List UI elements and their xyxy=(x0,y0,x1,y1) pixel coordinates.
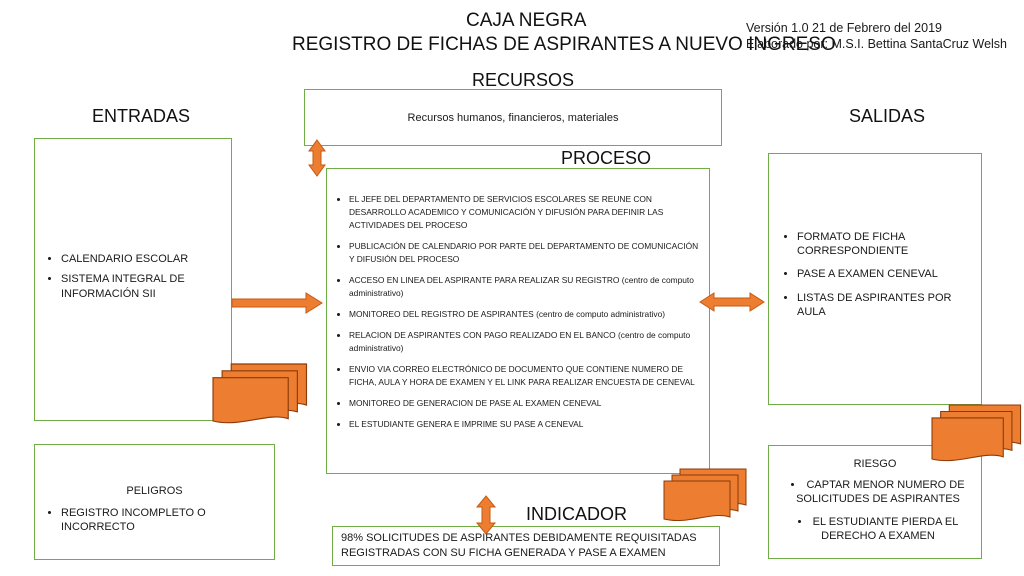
list-item: ENVIO VIA CORREO ELECTRÓNICO DE DOCUMENT… xyxy=(349,363,699,389)
entradas-list: CALENDARIO ESCOLAR SISTEMA INTEGRAL DE I… xyxy=(35,252,231,307)
list-item: ACCESO EN LINEA DEL ASPIRANTE PARA REALI… xyxy=(349,274,699,300)
entradas-box: CALENDARIO ESCOLAR SISTEMA INTEGRAL DE I… xyxy=(34,138,232,421)
version-text: Versión 1.0 21 de Febrero del 2019 xyxy=(746,21,942,35)
list-item: SISTEMA INTEGRAL DE INFORMACIÓN SII xyxy=(61,272,225,301)
list-item: LISTAS DE ASPIRANTES POR AULA xyxy=(797,291,973,320)
list-item: EL JEFE DEL DEPARTAMENTO DE SERVICIOS ES… xyxy=(349,193,699,232)
proceso-salidas-arrow xyxy=(699,292,765,312)
page-subtitle: REGISTRO DE FICHAS DE ASPIRANTES A NUEVO… xyxy=(292,34,836,55)
riesgo-list: CAPTAR MENOR NUMERO DE SOLICITUDES DE AS… xyxy=(769,478,981,543)
indicador-box: 98% SOLICITUDES DE ASPIRANTES DEBIDAMENT… xyxy=(332,526,720,566)
proceso-document-stack xyxy=(663,468,747,522)
proceso-indicador-arrow xyxy=(475,495,497,535)
riesgo-box: RIESGO CAPTAR MENOR NUMERO DE SOLICITUDE… xyxy=(768,445,982,559)
recursos-heading: RECURSOS xyxy=(472,70,575,90)
list-item: RELACION DE ASPIRANTES CON PAGO REALIZAD… xyxy=(349,329,699,355)
list-item: PUBLICACIÓN DE CALENDARIO POR PARTE DEL … xyxy=(349,240,699,266)
list-item: MONITOREO DEL REGISTRO DE ASPIRANTES (ce… xyxy=(349,308,699,321)
salidas-heading: SALIDAS xyxy=(849,106,926,126)
indicador-text: 98% SOLICITUDES DE ASPIRANTES DEBIDAMENT… xyxy=(341,532,697,560)
recursos-proceso-arrow xyxy=(308,139,326,177)
list-item: MONITOREO DE GENERACION DE PASE AL EXAME… xyxy=(349,397,699,410)
list-item: CALENDARIO ESCOLAR xyxy=(61,252,225,266)
entradas-proceso-arrow xyxy=(231,292,323,314)
recursos-text: Recursos humanos, financieros, materiale… xyxy=(407,111,619,124)
list-item: REGISTRO INCOMPLETO O INCORRECTO xyxy=(61,506,274,535)
recursos-box: Recursos humanos, financieros, materiale… xyxy=(304,89,722,146)
proceso-list: EL JEFE DEL DEPARTAMENTO DE SERVICIOS ES… xyxy=(327,193,709,439)
peligros-heading: PELIGROS xyxy=(126,485,183,497)
list-item: EL ESTUDIANTE PIERDA EL DERECHO A EXAMEN xyxy=(787,515,969,544)
entradas-document-stack xyxy=(212,363,308,424)
salidas-box: FORMATO DE FICHA CORRESPONDIENTE PASE A … xyxy=(768,153,982,405)
entradas-heading: ENTRADAS xyxy=(92,106,191,126)
list-item: CAPTAR MENOR NUMERO DE SOLICITUDES DE AS… xyxy=(787,478,969,507)
peligros-box: PELIGROS REGISTRO INCOMPLETO O INCORRECT… xyxy=(34,444,275,560)
indicador-heading: INDICADOR xyxy=(526,504,628,524)
salidas-list: FORMATO DE FICHA CORRESPONDIENTE PASE A … xyxy=(769,230,981,328)
page-title: CAJA NEGRA xyxy=(466,10,587,31)
salidas-document-stack xyxy=(931,404,1022,462)
list-item: FORMATO DE FICHA CORRESPONDIENTE xyxy=(797,230,973,259)
riesgo-heading: RIESGO xyxy=(853,458,897,470)
proceso-heading: PROCESO xyxy=(561,148,652,168)
list-item: PASE A EXAMEN CENEVAL xyxy=(797,267,973,281)
author-text: Elaborado por: M.S.I. Bettina SantaCruz … xyxy=(746,37,1008,51)
proceso-box: EL JEFE DEL DEPARTAMENTO DE SERVICIOS ES… xyxy=(326,168,710,474)
list-item: EL ESTUDIANTE GENERA E IMPRIME SU PASE A… xyxy=(349,418,699,431)
peligros-list: REGISTRO INCOMPLETO O INCORRECTO xyxy=(35,506,274,535)
